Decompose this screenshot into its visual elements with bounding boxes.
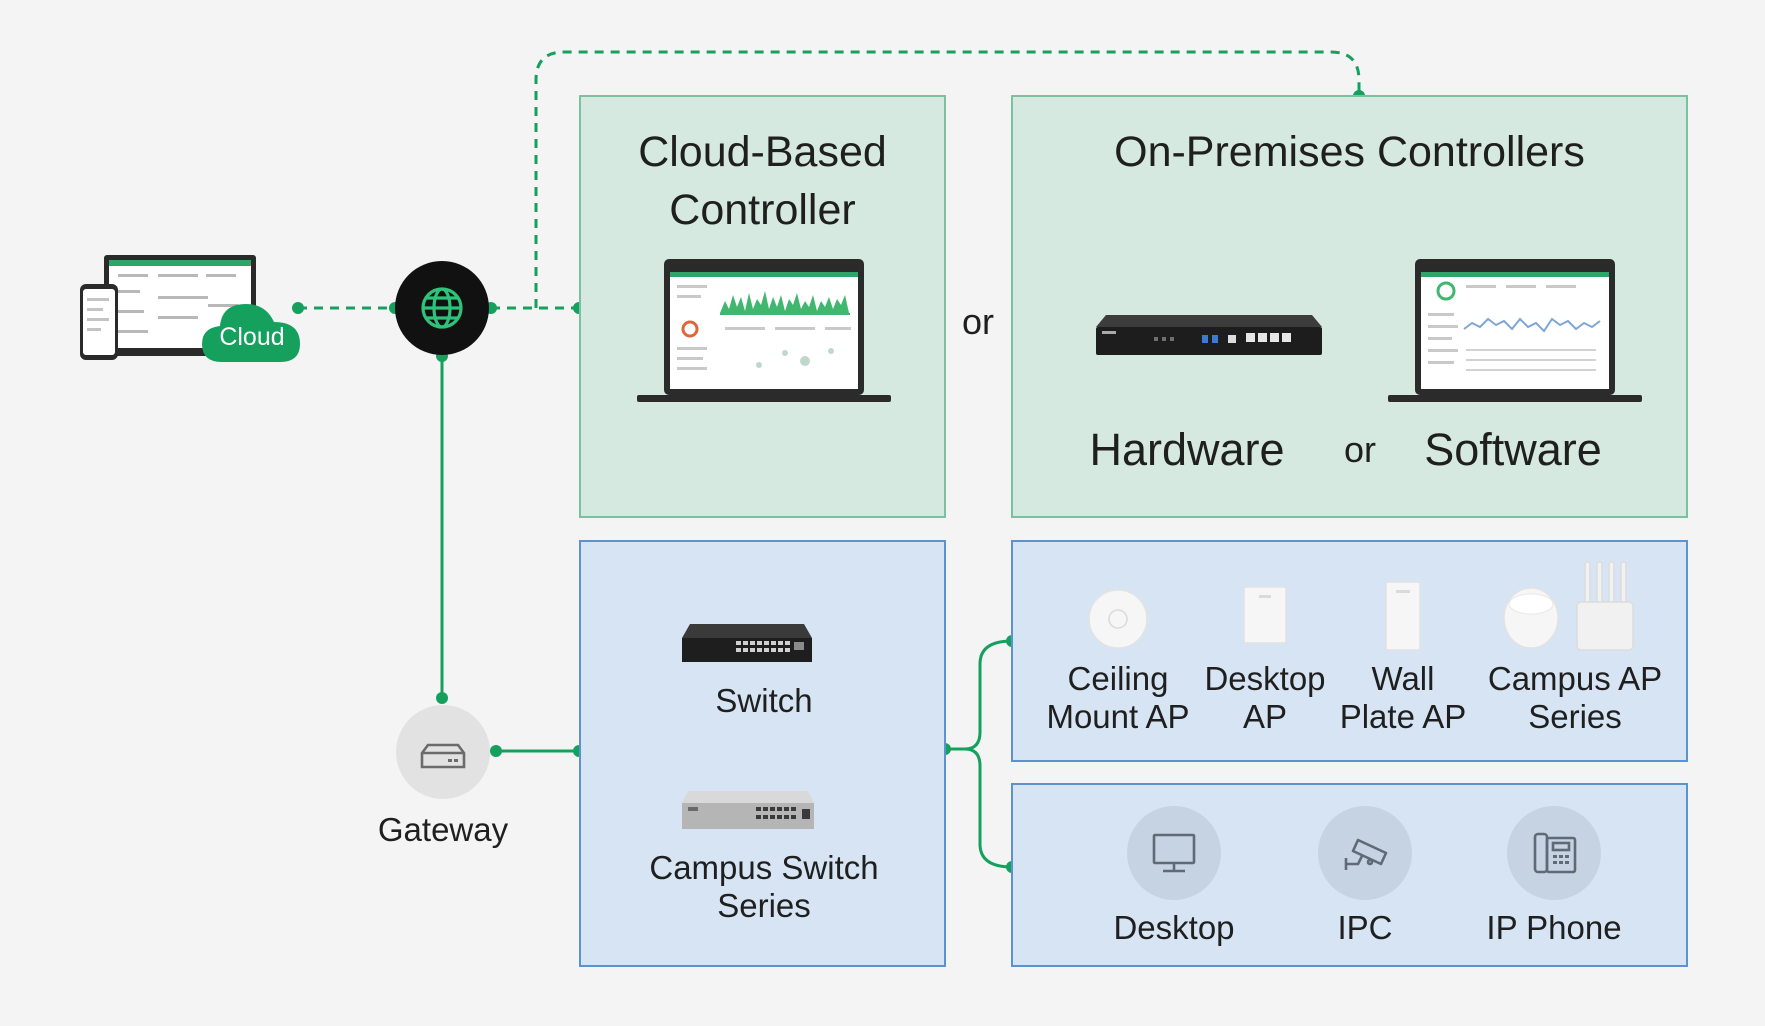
ip-phone-circle — [1507, 806, 1601, 900]
software-label: Software — [1424, 424, 1602, 475]
ceiling-mount-ap-label-line2: Mount AP — [1046, 698, 1190, 735]
campus-ap-series-icon — [1503, 561, 1634, 651]
campus-switch-label-line2: Series — [717, 887, 811, 924]
desktop-ap-icon — [1243, 586, 1287, 644]
phone-icon — [1533, 832, 1577, 874]
ceiling-mount-ap-icon — [1088, 589, 1148, 649]
onprem-title: On-Premises Controllers — [1114, 128, 1585, 176]
desktop-circle — [1127, 806, 1221, 900]
campus-switch-icon — [682, 791, 814, 829]
desktop-ap-label-line2: AP — [1242, 698, 1288, 735]
software-controller-laptop-icon — [1388, 259, 1642, 402]
switch-label: Switch — [715, 682, 813, 719]
wall-plate-ap-label-line2: Plate AP — [1339, 698, 1467, 735]
ipc-label: IPC — [1337, 909, 1393, 946]
campus-ap-series-label-line1: Campus AP — [1487, 660, 1663, 697]
gateway-circle — [396, 705, 490, 799]
desktop-ap-label-line1: Desktop — [1204, 660, 1326, 697]
cloud-controller-title-line1: Cloud-Based — [638, 128, 887, 176]
monitor-icon — [1152, 833, 1196, 873]
switch-icon — [682, 624, 812, 662]
globe-icon — [395, 261, 489, 355]
campus-ap-series-label-line2: Series — [1528, 698, 1622, 735]
ceiling-mount-ap-label-line1: Ceiling — [1067, 660, 1169, 697]
wall-plate-ap-label-line1: Wall — [1371, 660, 1435, 697]
wall-plate-ap-icon — [1385, 581, 1421, 651]
or-separator-inner: or — [1344, 429, 1377, 470]
node-dot — [436, 692, 448, 704]
gateway-icon — [420, 743, 466, 769]
hardware-controller-icon — [1096, 315, 1322, 355]
campus-switch-label-line1: Campus Switch — [649, 849, 879, 886]
node-dot — [292, 302, 304, 314]
cloud-icon — [202, 304, 300, 362]
cloud-controller-box: Cloud-Based Controller — [579, 95, 946, 518]
access-points-box: Ceiling Mount AP Desktop AP Wall Plate A… — [1011, 540, 1688, 762]
dashed-link-globe-onprem — [534, 50, 1361, 308]
ip-phone-label: IP Phone — [1486, 909, 1622, 946]
link-switches-ap-branch — [945, 639, 1013, 751]
node-dot — [490, 745, 502, 757]
desktop-label: Desktop — [1113, 909, 1235, 946]
or-separator: or — [962, 301, 995, 342]
hardware-label: Hardware — [1089, 424, 1285, 475]
ipc-circle — [1318, 806, 1412, 900]
cloud-label: Cloud — [219, 323, 285, 351]
onprem-controllers-box: On-Premises Controllers — [1011, 95, 1688, 518]
link-switches-endpoint-branch — [945, 747, 1013, 869]
cloud-controller-laptop-icon — [637, 259, 891, 402]
gateway-label: Gateway — [377, 811, 509, 848]
cloud-controller-title-line2: Controller — [669, 186, 856, 234]
camera-icon — [1344, 838, 1388, 870]
endpoints-box: Desktop IPC IP Phone — [1011, 783, 1688, 967]
switches-box: Switch Campus Switch Series — [579, 540, 946, 967]
